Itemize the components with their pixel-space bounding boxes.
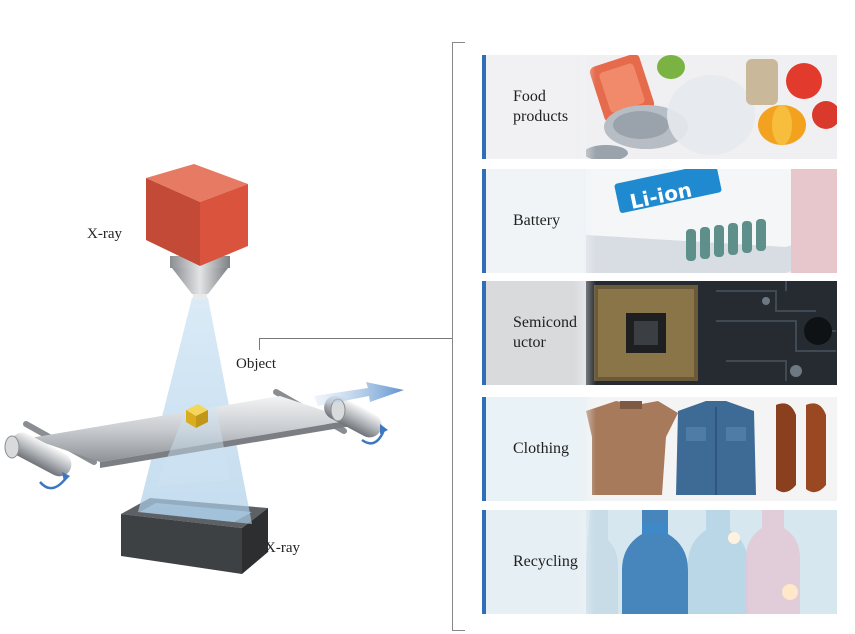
category-label: Food products (513, 88, 569, 125)
connector-line (259, 338, 452, 339)
battery-photo: Li-ion (586, 169, 837, 273)
rotation-arrow-icon (361, 429, 386, 445)
left-roller (4, 432, 72, 477)
xray-detector-label: X-ray (265, 540, 300, 556)
semiconductor-photo (586, 281, 837, 385)
food-photo (586, 55, 837, 159)
accent-bar (482, 55, 486, 159)
category-label: Recycling (513, 553, 578, 570)
accent-bar (482, 510, 486, 614)
category-semiconductor: Semicond uctor (482, 281, 837, 385)
category-battery: Li-ion Battery (482, 169, 837, 273)
conveyor-belt (30, 396, 352, 468)
category-food-products: Food products (482, 55, 837, 159)
category-label: Battery (513, 212, 561, 229)
direction-arrow-icon (314, 382, 404, 406)
object-label: Object (236, 356, 276, 372)
inspection-illustration (4, 164, 404, 574)
category-label: Clothing (513, 440, 570, 457)
xray-source-label: X-ray (87, 226, 122, 242)
clothing-photo (586, 397, 837, 501)
right-roller (324, 395, 382, 438)
accent-bar (482, 281, 486, 385)
category-bracket (452, 42, 465, 631)
category-label: Semicond uctor (513, 314, 577, 351)
category-clothing: Clothing (482, 397, 837, 501)
rotation-arrow-icon (39, 477, 67, 490)
xray-source (146, 164, 248, 266)
recycling-photo (586, 510, 837, 614)
accent-bar (482, 169, 486, 273)
category-recycling: Recycling (482, 510, 837, 614)
accent-bar (482, 397, 486, 501)
inspected-object (186, 404, 208, 428)
connector-tick (259, 338, 260, 350)
